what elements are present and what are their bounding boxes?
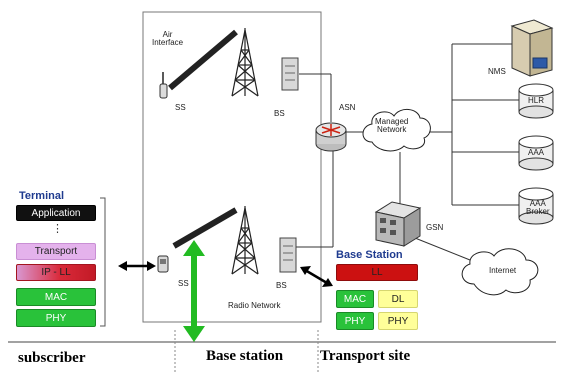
- bs-phy-layer-left: PHY: [336, 312, 374, 330]
- internet-label: Internet: [489, 266, 517, 275]
- bs-server-icon-top: [281, 57, 299, 91]
- radio-network-label: Radio Network: [228, 301, 281, 310]
- ss-device-icon-bottom: [157, 255, 169, 273]
- air-link-bar-top: [168, 29, 238, 91]
- bs-label-top: BS: [274, 109, 285, 118]
- vertical-double-arrow: [183, 240, 205, 342]
- nms-server-icon: [510, 19, 554, 77]
- air-interface-label: Air Interface: [152, 30, 184, 47]
- ss-label-bottom: SS: [178, 279, 189, 288]
- aaa-database-icon: [518, 135, 554, 171]
- base-station-stack-title: Base Station: [336, 249, 403, 261]
- ss-antenna-icon-top: [159, 72, 168, 99]
- terminal-link-arrow: [118, 261, 156, 271]
- base-station-link-arrow: [300, 266, 333, 287]
- transport-layer: Transport: [16, 243, 96, 260]
- bs-server-icon-bottom: [279, 237, 297, 273]
- terminal-title: Terminal: [19, 190, 65, 202]
- bs-mac-layer: MAC: [336, 290, 374, 308]
- terminal-bracket: [100, 197, 106, 327]
- gsn-label: GSN: [426, 223, 444, 232]
- hlr-label: HLR: [528, 96, 545, 105]
- bs-label-bottom: BS: [276, 281, 287, 290]
- aaa-broker-label: AAA Broker: [526, 199, 550, 216]
- bs-ll-layer: LL: [336, 264, 418, 281]
- bs-dl-layer: DL: [378, 290, 418, 308]
- managed-network-label: Managed Network: [375, 117, 409, 134]
- ss-label-top: SS: [175, 103, 186, 112]
- hlr-database-icon: [518, 83, 554, 119]
- stack-continuation-dots: ⋮: [52, 223, 63, 235]
- base-station-label: Base station: [206, 348, 284, 364]
- bs-phy-layer-right: PHY: [378, 312, 418, 330]
- managed-network-cloud: [362, 109, 431, 152]
- internet-cloud: [461, 248, 539, 296]
- aaa-label: AAA: [528, 148, 545, 157]
- asn-router-icon: [315, 122, 347, 152]
- subscriber-label: subscriber: [18, 350, 86, 366]
- ip-ll-layer: IP - LL: [16, 264, 96, 281]
- nms-label: NMS: [488, 67, 506, 76]
- aaa-broker-database-icon: [518, 187, 554, 225]
- asn-label: ASN: [339, 103, 356, 112]
- air-link-bar-bottom: [172, 207, 238, 249]
- transport-site-label: Transport site: [320, 348, 411, 364]
- gsn-switch-icon: [374, 201, 422, 247]
- radio-tower-icon-bottom: [231, 206, 259, 275]
- phy-layer: PHY: [16, 309, 96, 327]
- application-layer: Application: [16, 205, 96, 221]
- base-station-frame: [142, 11, 322, 323]
- connection-lines: [296, 43, 519, 261]
- mac-layer: MAC: [16, 288, 96, 306]
- radio-tower-icon-top: [231, 28, 259, 97]
